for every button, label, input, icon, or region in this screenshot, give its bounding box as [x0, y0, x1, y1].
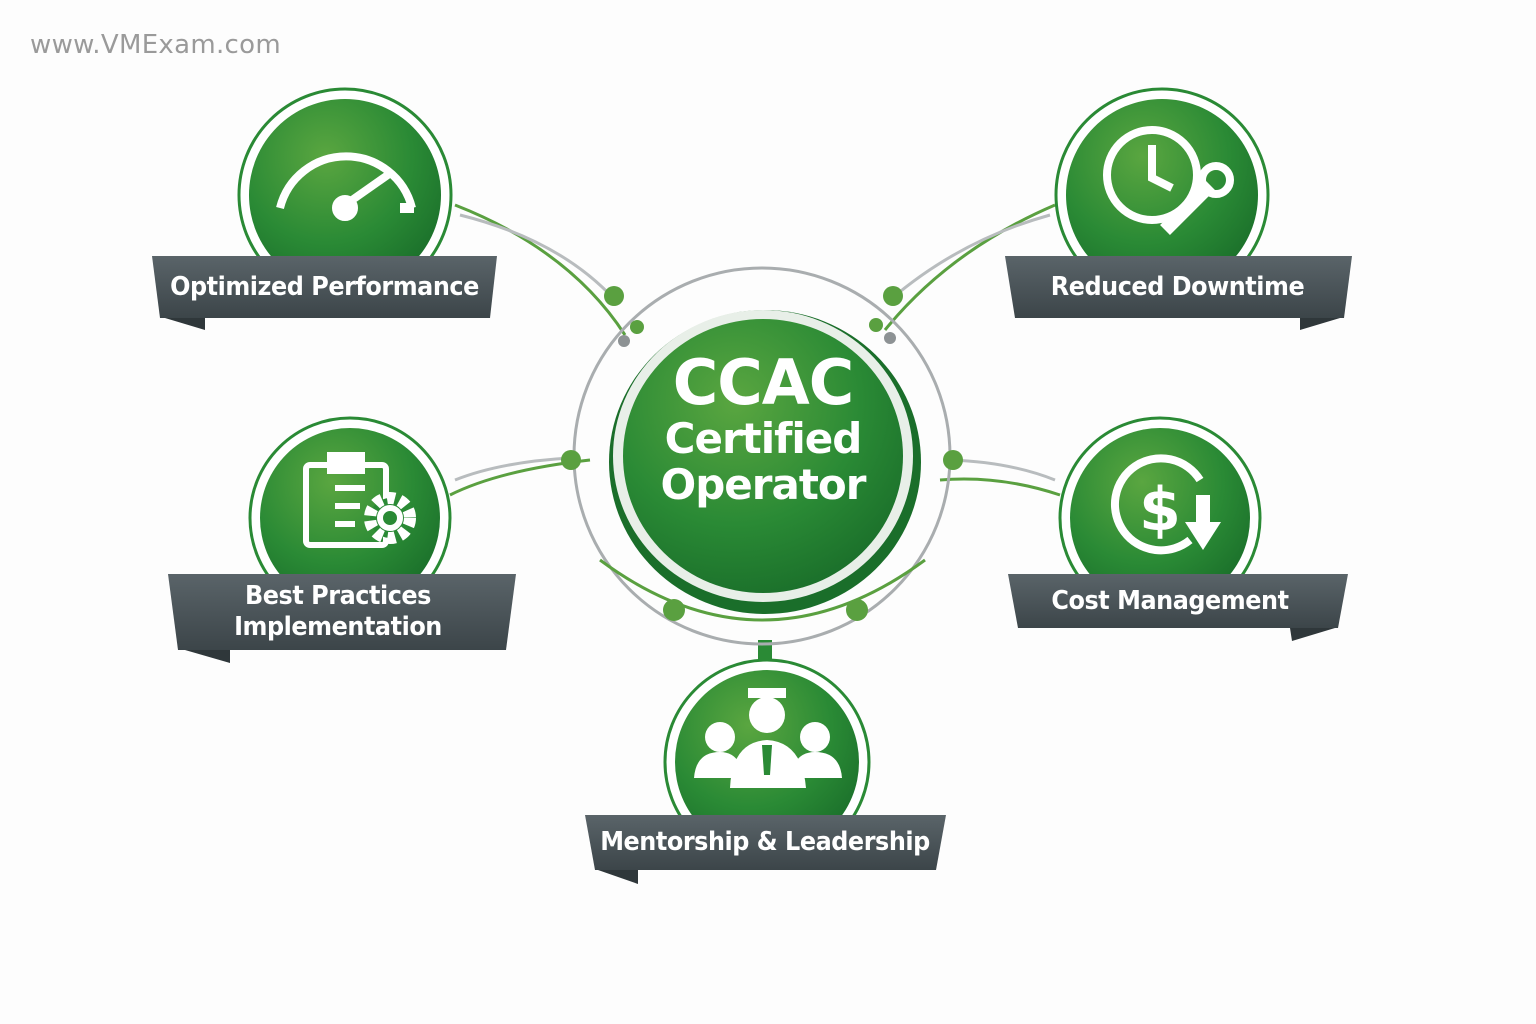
label-optimized-performance: Optimized Performance — [170, 271, 479, 302]
label-best-practices: Best Practices Implementation — [182, 580, 495, 644]
center-badge — [609, 310, 921, 614]
connectors — [449, 203, 1061, 665]
center-title-line3: Operator — [660, 460, 867, 509]
center-title-line2: Certified — [664, 414, 863, 463]
label-cost-management: Cost Management — [1051, 585, 1289, 616]
label-reduced-downtime: Reduced Downtime — [1050, 271, 1305, 302]
dollar-down-icon: $ — [1111, 454, 1221, 555]
watermark: www.VMExam.com — [30, 30, 281, 60]
svg-text:$: $ — [1139, 475, 1181, 545]
label-best-practices-line1: Best Practices — [245, 581, 431, 611]
team-leader-icon — [694, 688, 842, 788]
label-mentorship-leadership: Mentorship & Leadership — [600, 827, 930, 857]
center-title-acronym: CCAC — [672, 346, 855, 419]
connector-dots — [561, 286, 963, 621]
speedometer-icon — [276, 152, 416, 221]
banners — [152, 256, 1352, 884]
clipboard-gear-icon — [303, 452, 416, 548]
label-best-practices-line2: Implementation — [234, 612, 442, 642]
center-title: CCAC Certified Operator — [613, 350, 913, 508]
clock-wrench-icon — [1103, 126, 1234, 235]
